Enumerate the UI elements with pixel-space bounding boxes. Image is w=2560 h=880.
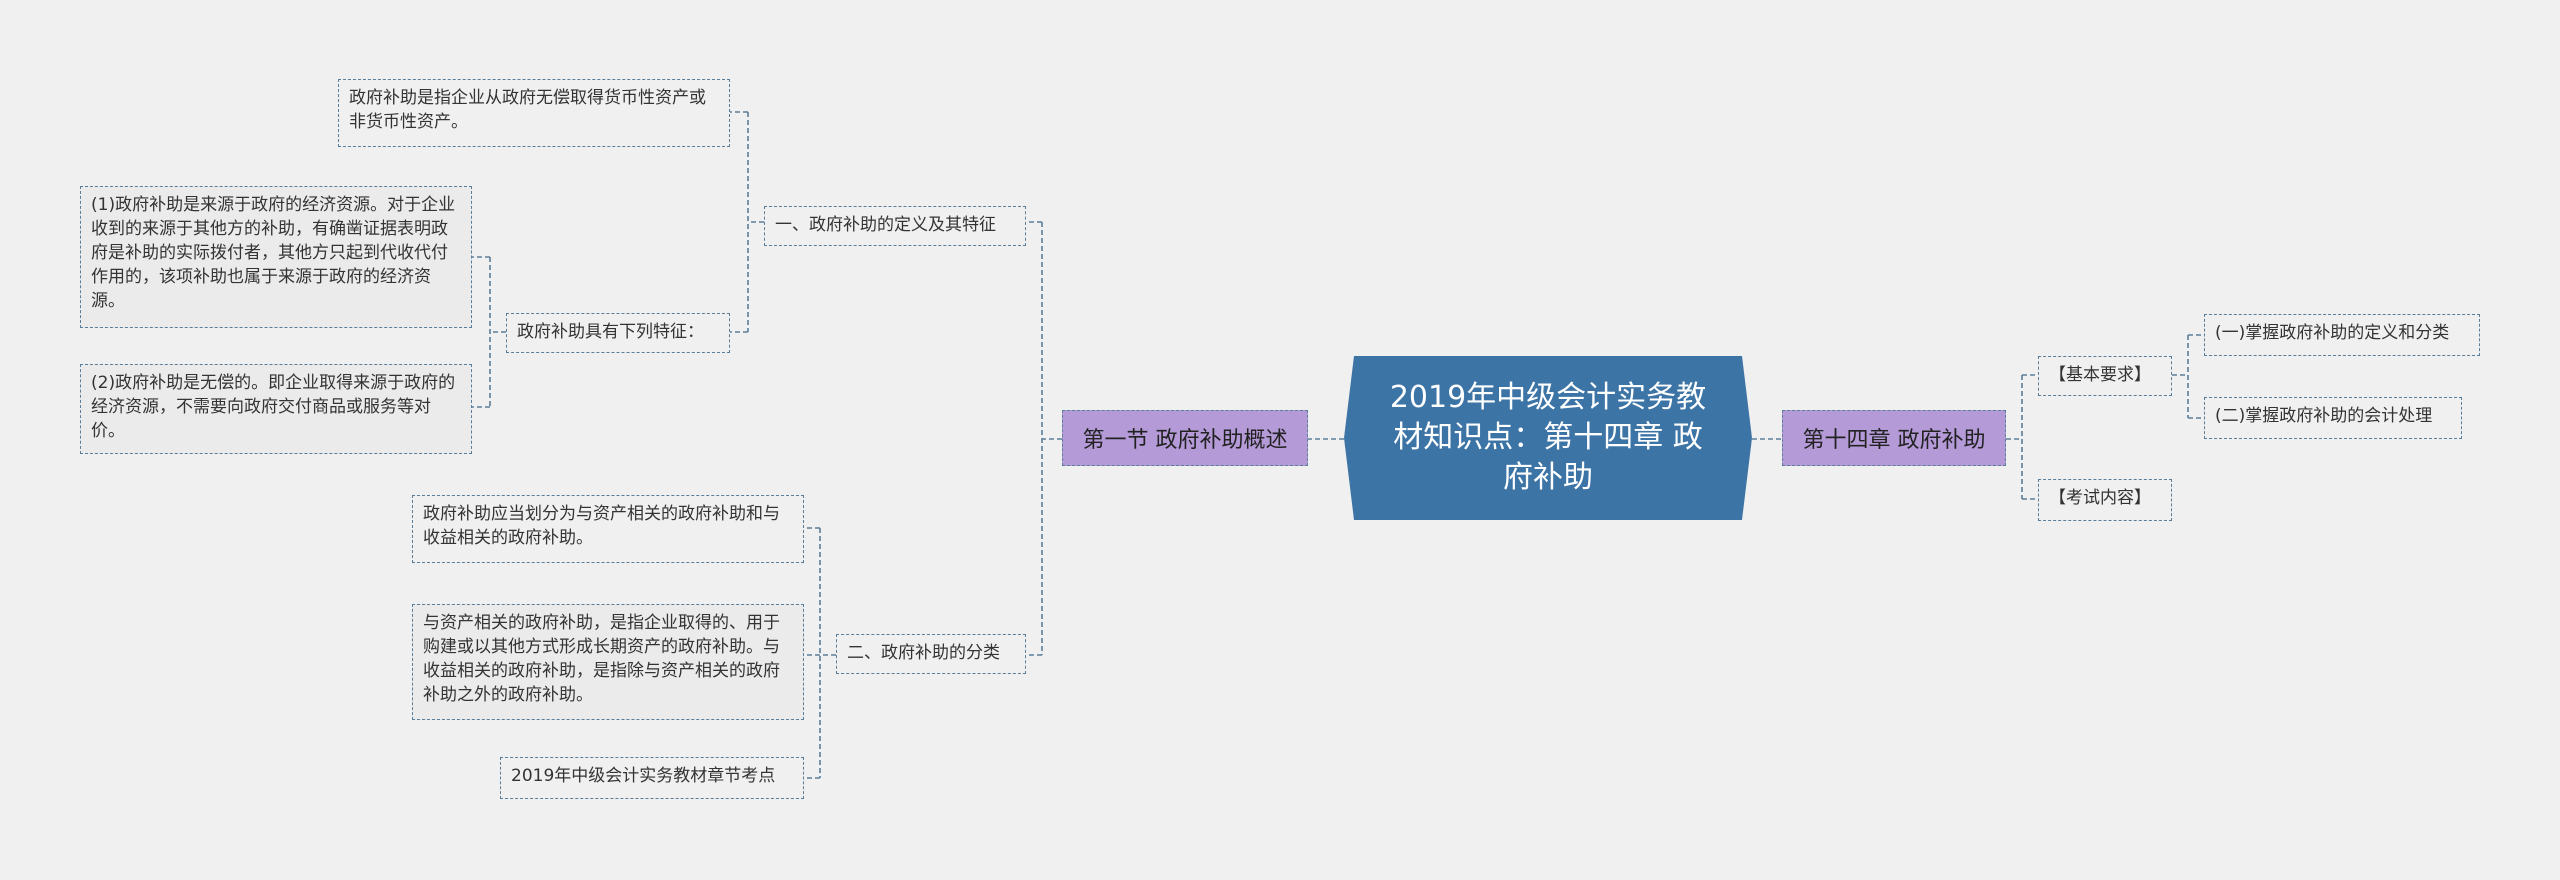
feature-2-text: (2)政府补助是无偿的。即企业取得来源于政府的经济资源，不需要向政府交付商品或服… <box>91 373 456 441</box>
classification-branch-label: 二、政府补助的分类 <box>847 643 1000 663</box>
classification-1-text: 政府补助应当划分为与资产相关的政府补助和与收益相关的政府补助。 <box>423 504 780 548</box>
exam-content-label: 【考试内容】 <box>2049 488 2151 508</box>
root-hexagon-shape <box>1344 356 1752 520</box>
definition-text[interactable]: 政府补助是指企业从政府无偿取得货币性资产或非货币性资产。 <box>338 79 730 147</box>
basic-item-1[interactable]: (一)掌握政府补助的定义和分类 <box>2204 314 2480 356</box>
basic-item-2-text: (二)掌握政府补助的会计处理 <box>2215 406 2433 426</box>
basic-item-1-text: (一)掌握政府补助的定义和分类 <box>2215 323 2450 343</box>
classification-3-text: 2019年中级会计实务教材章节考点 <box>511 766 776 786</box>
section-overview[interactable]: 第一节 政府补助概述 <box>1062 410 1308 466</box>
feature-1-text: (1)政府补助是来源于政府的经济资源。对于企业收到的来源于其他方的补助，有确凿证… <box>91 195 456 311</box>
classification-2-text: 与资产相关的政府补助，是指企业取得的、用于购建或以其他方式形成长期资产的政府补助… <box>423 613 780 705</box>
root-title: 2019年中级会计实务教材知识点：第十四章 政府补助 <box>1389 380 1707 495</box>
exam-content[interactable]: 【考试内容】 <box>2038 479 2172 521</box>
features-branch[interactable]: 政府补助具有下列特征： <box>506 313 730 353</box>
classification-branch[interactable]: 二、政府补助的分类 <box>836 634 1026 674</box>
basic-requirements[interactable]: 【基本要求】 <box>2038 356 2172 396</box>
definition-text-content: 政府补助是指企业从政府无偿取得货币性资产或非货币性资产。 <box>349 88 706 132</box>
root-topic[interactable]: 2019年中级会计实务教材知识点：第十四章 政府补助 <box>1344 356 1752 520</box>
definition-branch[interactable]: 一、政府补助的定义及其特征 <box>764 206 1026 246</box>
chapter-node[interactable]: 第十四章 政府补助 <box>1782 410 2006 466</box>
feature-2[interactable]: (2)政府补助是无偿的。即企业取得来源于政府的经济资源，不需要向政府交付商品或服… <box>80 364 472 454</box>
features-branch-label: 政府补助具有下列特征： <box>517 322 704 342</box>
section-overview-label: 第一节 政府补助概述 <box>1082 428 1288 453</box>
basic-requirements-label: 【基本要求】 <box>2049 365 2151 385</box>
feature-1[interactable]: (1)政府补助是来源于政府的经济资源。对于企业收到的来源于其他方的补助，有确凿证… <box>80 186 472 328</box>
definition-branch-label: 一、政府补助的定义及其特征 <box>775 215 996 235</box>
classification-2[interactable]: 与资产相关的政府补助，是指企业取得的、用于购建或以其他方式形成长期资产的政府补助… <box>412 604 804 720</box>
chapter-node-label: 第十四章 政府补助 <box>1802 428 1986 453</box>
classification-3[interactable]: 2019年中级会计实务教材章节考点 <box>500 757 804 799</box>
classification-1[interactable]: 政府补助应当划分为与资产相关的政府补助和与收益相关的政府补助。 <box>412 495 804 563</box>
basic-item-2[interactable]: (二)掌握政府补助的会计处理 <box>2204 397 2462 439</box>
